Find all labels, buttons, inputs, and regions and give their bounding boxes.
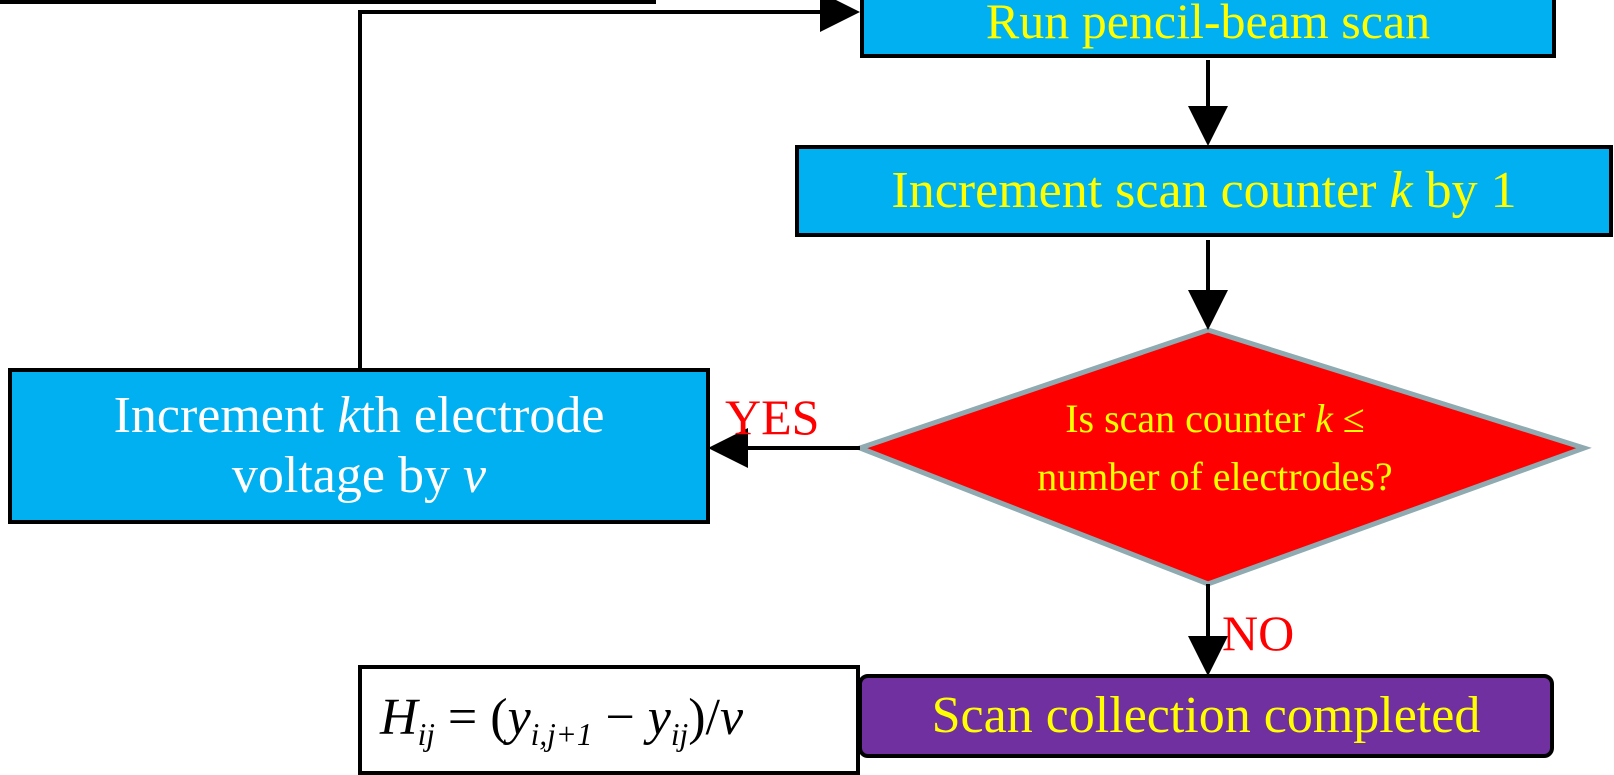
increment-voltage-box: Increment kth electrode voltage by v	[8, 368, 710, 524]
run-scan-box: Run pencil-beam scan	[860, 0, 1556, 58]
increment-counter-box: Increment scan counter k by 1	[795, 145, 1613, 237]
increment-counter-label: Increment scan counter k by 1	[891, 162, 1517, 220]
decision-label: Is scan counter k ≤ number of electrodes…	[1037, 396, 1393, 499]
formula: Hij = (yi,j+1 − yij)/v	[380, 688, 744, 752]
scan-completed-label: Scan collection completed	[931, 687, 1481, 745]
top-left-box	[0, 0, 656, 4]
loop-arrow	[358, 0, 860, 368]
scan-completed-box: Scan collection completed	[858, 674, 1554, 758]
decision-diamond	[852, 327, 1592, 587]
yes-label: YES	[725, 389, 820, 445]
run-scan-label: Run pencil-beam scan	[985, 0, 1431, 50]
formula-box: Hij = (yi,j+1 − yij)/v	[358, 665, 860, 775]
increment-voltage-label: Increment kth electrode voltage by v	[113, 387, 605, 504]
no-label: NO	[1222, 605, 1295, 661]
